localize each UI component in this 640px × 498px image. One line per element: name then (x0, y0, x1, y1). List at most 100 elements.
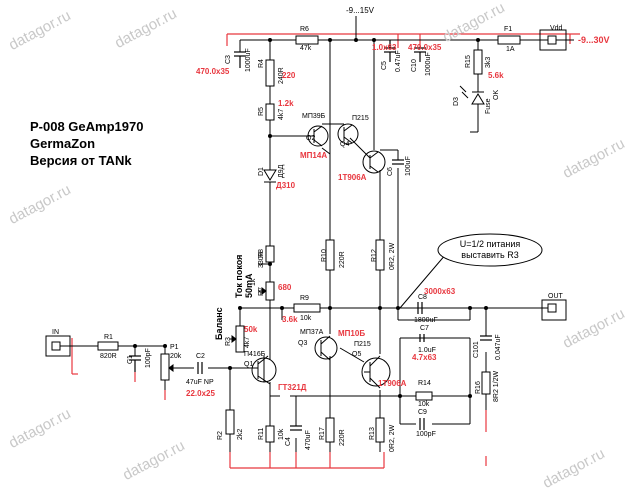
resistor-r7 (265, 281, 275, 301)
connectors (45, 29, 567, 357)
resistor-r1 (97, 341, 119, 351)
capacitor-c9 (419, 418, 425, 430)
resistor-r6 (295, 35, 319, 45)
resistors (97, 35, 521, 443)
label-r14: R14 (418, 380, 431, 387)
label-c101: C101 (473, 341, 480, 358)
label-r12: R12 (371, 249, 378, 262)
value-r3: 4k7 (244, 337, 251, 348)
connector-out (540, 299, 567, 321)
red-c10: 470.0x35 (408, 43, 442, 52)
resistor-r2 (225, 409, 235, 435)
resistor-r11 (265, 425, 275, 443)
value-c8: 1800uF (414, 317, 438, 324)
red-c7: 4.7x63 (412, 353, 437, 362)
capacitor-c2 (197, 362, 203, 374)
resistor-r3 (235, 325, 245, 353)
title-line2: GermaZon (30, 136, 96, 151)
label-fuse: F1 (504, 26, 512, 33)
balance-label: Баланс (214, 307, 224, 340)
resistor-r17 (325, 417, 335, 443)
capacitor-c4 (290, 425, 302, 431)
callout-line1: U=1/2 питания (460, 239, 521, 249)
type-q3: МП37А (300, 329, 324, 336)
value-r1: 820R (100, 353, 117, 360)
resistor-r13 (375, 417, 385, 443)
red-c5: 1.0x63 (372, 43, 397, 52)
value-r9: 10k (300, 315, 312, 322)
connector-vdd (539, 29, 567, 51)
value-r10: 220R (339, 251, 346, 268)
label-r15: R15 (465, 55, 472, 68)
label-c4: C4 (285, 437, 292, 446)
fuse-f1 (497, 35, 521, 45)
transistors (251, 123, 391, 389)
label-c1: C1 (127, 355, 134, 364)
transistor-q5 (361, 355, 391, 389)
connector-in (45, 335, 76, 357)
transistor-q2 (307, 125, 329, 147)
wires (76, 16, 574, 452)
red-q1: ГТ321Д (278, 383, 307, 392)
value-c7: 1.0uF (418, 347, 436, 354)
resistor-r16 (481, 371, 491, 395)
red-q5: 1T906A (378, 379, 407, 388)
resistor-r9 (293, 303, 321, 313)
label-c7: C7 (420, 325, 429, 332)
label-in: IN (52, 329, 59, 336)
resistor-r12 (375, 239, 385, 271)
supply-top-label: -9...15V (346, 6, 375, 15)
labels-red: -9...30V 470.0x35 220 1.0x63 470.0x35 5.… (186, 35, 610, 398)
value-r2: 2k2 (237, 429, 244, 440)
value-c1: 100pF (145, 348, 152, 368)
value-r12: 0R2, 2W (389, 242, 396, 270)
label-c6: C6 (387, 167, 394, 176)
value-c3: 1000uF (245, 48, 252, 72)
label-q3: Q3 (298, 340, 307, 347)
red-r5: 1.2k (278, 99, 294, 108)
value-r4: 240R (278, 67, 285, 84)
value-p1: 20k (170, 353, 182, 360)
red-vdd-value: -9...30V (578, 35, 610, 45)
label-r17: R17 (319, 427, 326, 440)
value-r8: 330R (258, 251, 265, 268)
red-d1: Д310 (276, 181, 296, 190)
red-c2: 22.0x25 (186, 389, 215, 398)
label-q1: Q1 (244, 361, 253, 368)
resistor-r5 (265, 103, 275, 121)
red-r9: 3.6k (282, 315, 298, 324)
type-q2: МП39Б (302, 113, 326, 120)
junction-dots (133, 38, 488, 398)
resistor-r10 (325, 239, 335, 271)
red-q2: МП14А (300, 151, 327, 160)
value-c101: 0.047uF (495, 334, 502, 360)
label-r11: R11 (258, 428, 265, 440)
red-q3: МП10Б (338, 329, 365, 338)
title-line1: P-008 GeAmp1970 (30, 119, 144, 134)
resistor-p1 (160, 353, 170, 381)
red-r3: 50k (244, 325, 258, 334)
label-r1: R1 (104, 334, 113, 341)
value-c4: 470uF (305, 430, 312, 450)
type-q1: П416Б (244, 351, 266, 358)
callout-line2: выставить R3 (461, 250, 518, 260)
label-c3: C3 (225, 55, 232, 64)
transistor-q3 (314, 335, 338, 361)
value-fuse: 1A (506, 46, 515, 53)
capacitor-c8 (417, 302, 423, 314)
led-label-fuse: Fuse (485, 98, 492, 114)
label-r13: R13 (369, 427, 376, 440)
diode-d1 (263, 158, 277, 190)
capacitors (129, 40, 492, 431)
label-r4: R4 (258, 59, 265, 68)
label-r5: R5 (258, 107, 265, 116)
red-r7: 680 (278, 283, 292, 292)
label-r7: R7 (258, 287, 265, 296)
red-c3: 470.0x35 (196, 67, 230, 76)
bias-label-line1: Ток покоя (234, 255, 244, 298)
capacitor-c5 (384, 40, 396, 62)
label-r2: R2 (217, 431, 224, 440)
value-r6: 47k (300, 45, 312, 52)
value-r11: 10k (278, 428, 285, 440)
label-q2: Q2 (306, 135, 315, 142)
